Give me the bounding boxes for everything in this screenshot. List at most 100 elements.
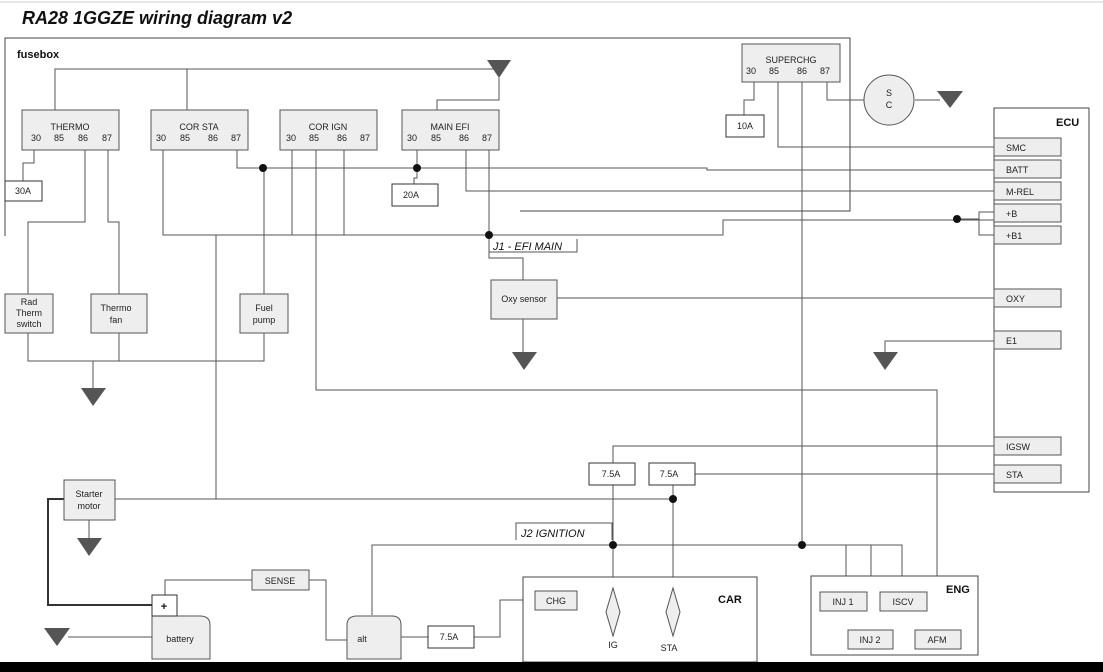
sense-box: SENSE xyxy=(251,569,310,591)
fuse-20a: 20A xyxy=(391,183,439,207)
ground-icon-starter xyxy=(77,538,102,556)
svg-text:+B1: +B1 xyxy=(1006,231,1022,241)
fuse-7-5a-ig: 7.5A xyxy=(588,462,636,486)
svg-text:alt: alt xyxy=(357,634,367,644)
svg-text:COR STA: COR STA xyxy=(179,122,218,132)
svg-text:86: 86 xyxy=(459,133,469,143)
fuse-7-5a-alt: 7.5A xyxy=(427,625,475,649)
relay-cor-sta: COR STA 30 85 86 87 xyxy=(150,109,249,151)
relay-main-efi: MAIN EFI 30 85 86 87 xyxy=(401,109,500,151)
svg-text:87: 87 xyxy=(102,133,112,143)
svg-text:85: 85 xyxy=(54,133,64,143)
inj2-box xyxy=(847,629,894,650)
oxy-sensor: Oxy sensor xyxy=(490,279,558,320)
svg-text:ECU: ECU xyxy=(1056,117,1079,129)
fuel-pump: Fuel pump xyxy=(239,293,289,334)
ecu-pin-smc xyxy=(993,137,1062,157)
svg-text:87: 87 xyxy=(231,133,241,143)
svg-text:ISCV: ISCV xyxy=(892,597,913,607)
fusebox-frame xyxy=(4,37,851,236)
svg-text:30: 30 xyxy=(31,133,41,143)
svg-text:7.5A: 7.5A xyxy=(660,469,679,479)
iscv-box xyxy=(879,591,928,612)
svg-text:85: 85 xyxy=(180,133,190,143)
chg-lamp xyxy=(534,590,578,611)
svg-text:86: 86 xyxy=(337,133,347,143)
svg-text:30: 30 xyxy=(156,133,166,143)
svg-text:87: 87 xyxy=(482,133,492,143)
svg-text:INJ 2: INJ 2 xyxy=(859,635,880,645)
svg-text:S: S xyxy=(886,88,892,98)
svg-text:IG: IG xyxy=(608,640,618,650)
svg-text:85: 85 xyxy=(309,133,319,143)
svg-text:+B: +B xyxy=(1006,209,1017,219)
svg-text:J2 IGNITION: J2 IGNITION xyxy=(520,528,585,540)
ecu-pin-batt xyxy=(993,159,1062,179)
svg-text:86: 86 xyxy=(78,133,88,143)
ig-switch-icon xyxy=(605,586,621,638)
diagram-title: RA28 1GGZE wiring diagram v2 xyxy=(22,8,292,28)
svg-text:SUPERCHG: SUPERCHG xyxy=(765,55,816,65)
svg-text:86: 86 xyxy=(797,66,807,76)
eng-region: ENG INJ 1 ISCV INJ 2 AFM xyxy=(810,575,979,656)
svg-text:Oxy sensor: Oxy sensor xyxy=(501,294,547,304)
svg-text:Rad: Rad xyxy=(21,297,38,307)
relay-thermo: THERMO 30 85 86 87 xyxy=(21,109,120,151)
junction-j2-label: J2 IGNITION xyxy=(515,522,613,540)
ecu-pin-sta xyxy=(993,464,1062,484)
fuse-7-5a-sta: 7.5A xyxy=(648,462,696,486)
svg-text:pump: pump xyxy=(253,315,276,325)
thermo-fan: Thermo fan xyxy=(90,293,148,334)
svg-text:86: 86 xyxy=(208,133,218,143)
svg-text:SMC: SMC xyxy=(1006,143,1027,153)
wires xyxy=(22,68,994,641)
ground-icon-e1 xyxy=(873,352,898,370)
svg-text:30A: 30A xyxy=(15,186,31,196)
svg-text:CAR: CAR xyxy=(718,594,742,606)
svg-text:+: + xyxy=(161,601,167,613)
svg-text:INJ 1: INJ 1 xyxy=(832,597,853,607)
svg-text:20A: 20A xyxy=(403,190,419,200)
svg-text:OXY: OXY xyxy=(1006,294,1025,304)
svg-text:C: C xyxy=(886,100,893,110)
ground-icon-battery xyxy=(44,628,70,646)
car-region: CAR CHG IG STA xyxy=(522,576,758,663)
ground-icon-sc xyxy=(937,91,963,108)
ecu-pin-m-rel xyxy=(993,181,1062,201)
battery: battery + xyxy=(151,594,211,660)
ground-icon-rad xyxy=(81,388,106,406)
svg-text:BATT: BATT xyxy=(1006,165,1029,175)
svg-text:THERMO: THERMO xyxy=(51,122,90,132)
svg-text:AFM: AFM xyxy=(928,635,947,645)
svg-text:Therm: Therm xyxy=(16,308,42,318)
svg-text:fan: fan xyxy=(110,315,123,325)
svg-text:30: 30 xyxy=(407,133,417,143)
inj1-box xyxy=(819,591,868,612)
svg-text:87: 87 xyxy=(820,66,830,76)
svg-text:7.5A: 7.5A xyxy=(440,632,459,642)
svg-text:30: 30 xyxy=(286,133,296,143)
starter-motor: Starter motor xyxy=(63,479,116,521)
ecu-region: ECU SMC BATT M-REL +B +B1 OXY E1 IGSW ST… xyxy=(993,107,1090,493)
svg-text:30: 30 xyxy=(746,66,756,76)
svg-text:MAIN EFI: MAIN EFI xyxy=(430,122,469,132)
supercharger-clutch: S C xyxy=(863,74,915,126)
relay-cor-ign: COR IGN 30 85 86 87 xyxy=(279,109,378,151)
ecu-pin-e1 xyxy=(993,330,1062,350)
junction-j1-label: J1 - EFI MAIN xyxy=(488,239,578,253)
svg-text:SENSE: SENSE xyxy=(265,576,296,586)
svg-text:STA: STA xyxy=(661,643,678,653)
svg-text:87: 87 xyxy=(360,133,370,143)
svg-text:7.5A: 7.5A xyxy=(602,469,621,479)
junction-dots xyxy=(259,164,961,549)
svg-text:ENG: ENG xyxy=(946,584,970,596)
alternator: alt xyxy=(346,615,402,660)
ground-icon-oxy xyxy=(512,352,537,370)
svg-text:10A: 10A xyxy=(737,121,753,131)
battery-plus-terminal xyxy=(151,594,178,617)
svg-text:E1: E1 xyxy=(1006,336,1017,346)
svg-text:COR IGN: COR IGN xyxy=(309,122,348,132)
svg-text:IGSW: IGSW xyxy=(1006,442,1031,452)
svg-text:CHG: CHG xyxy=(546,596,566,606)
